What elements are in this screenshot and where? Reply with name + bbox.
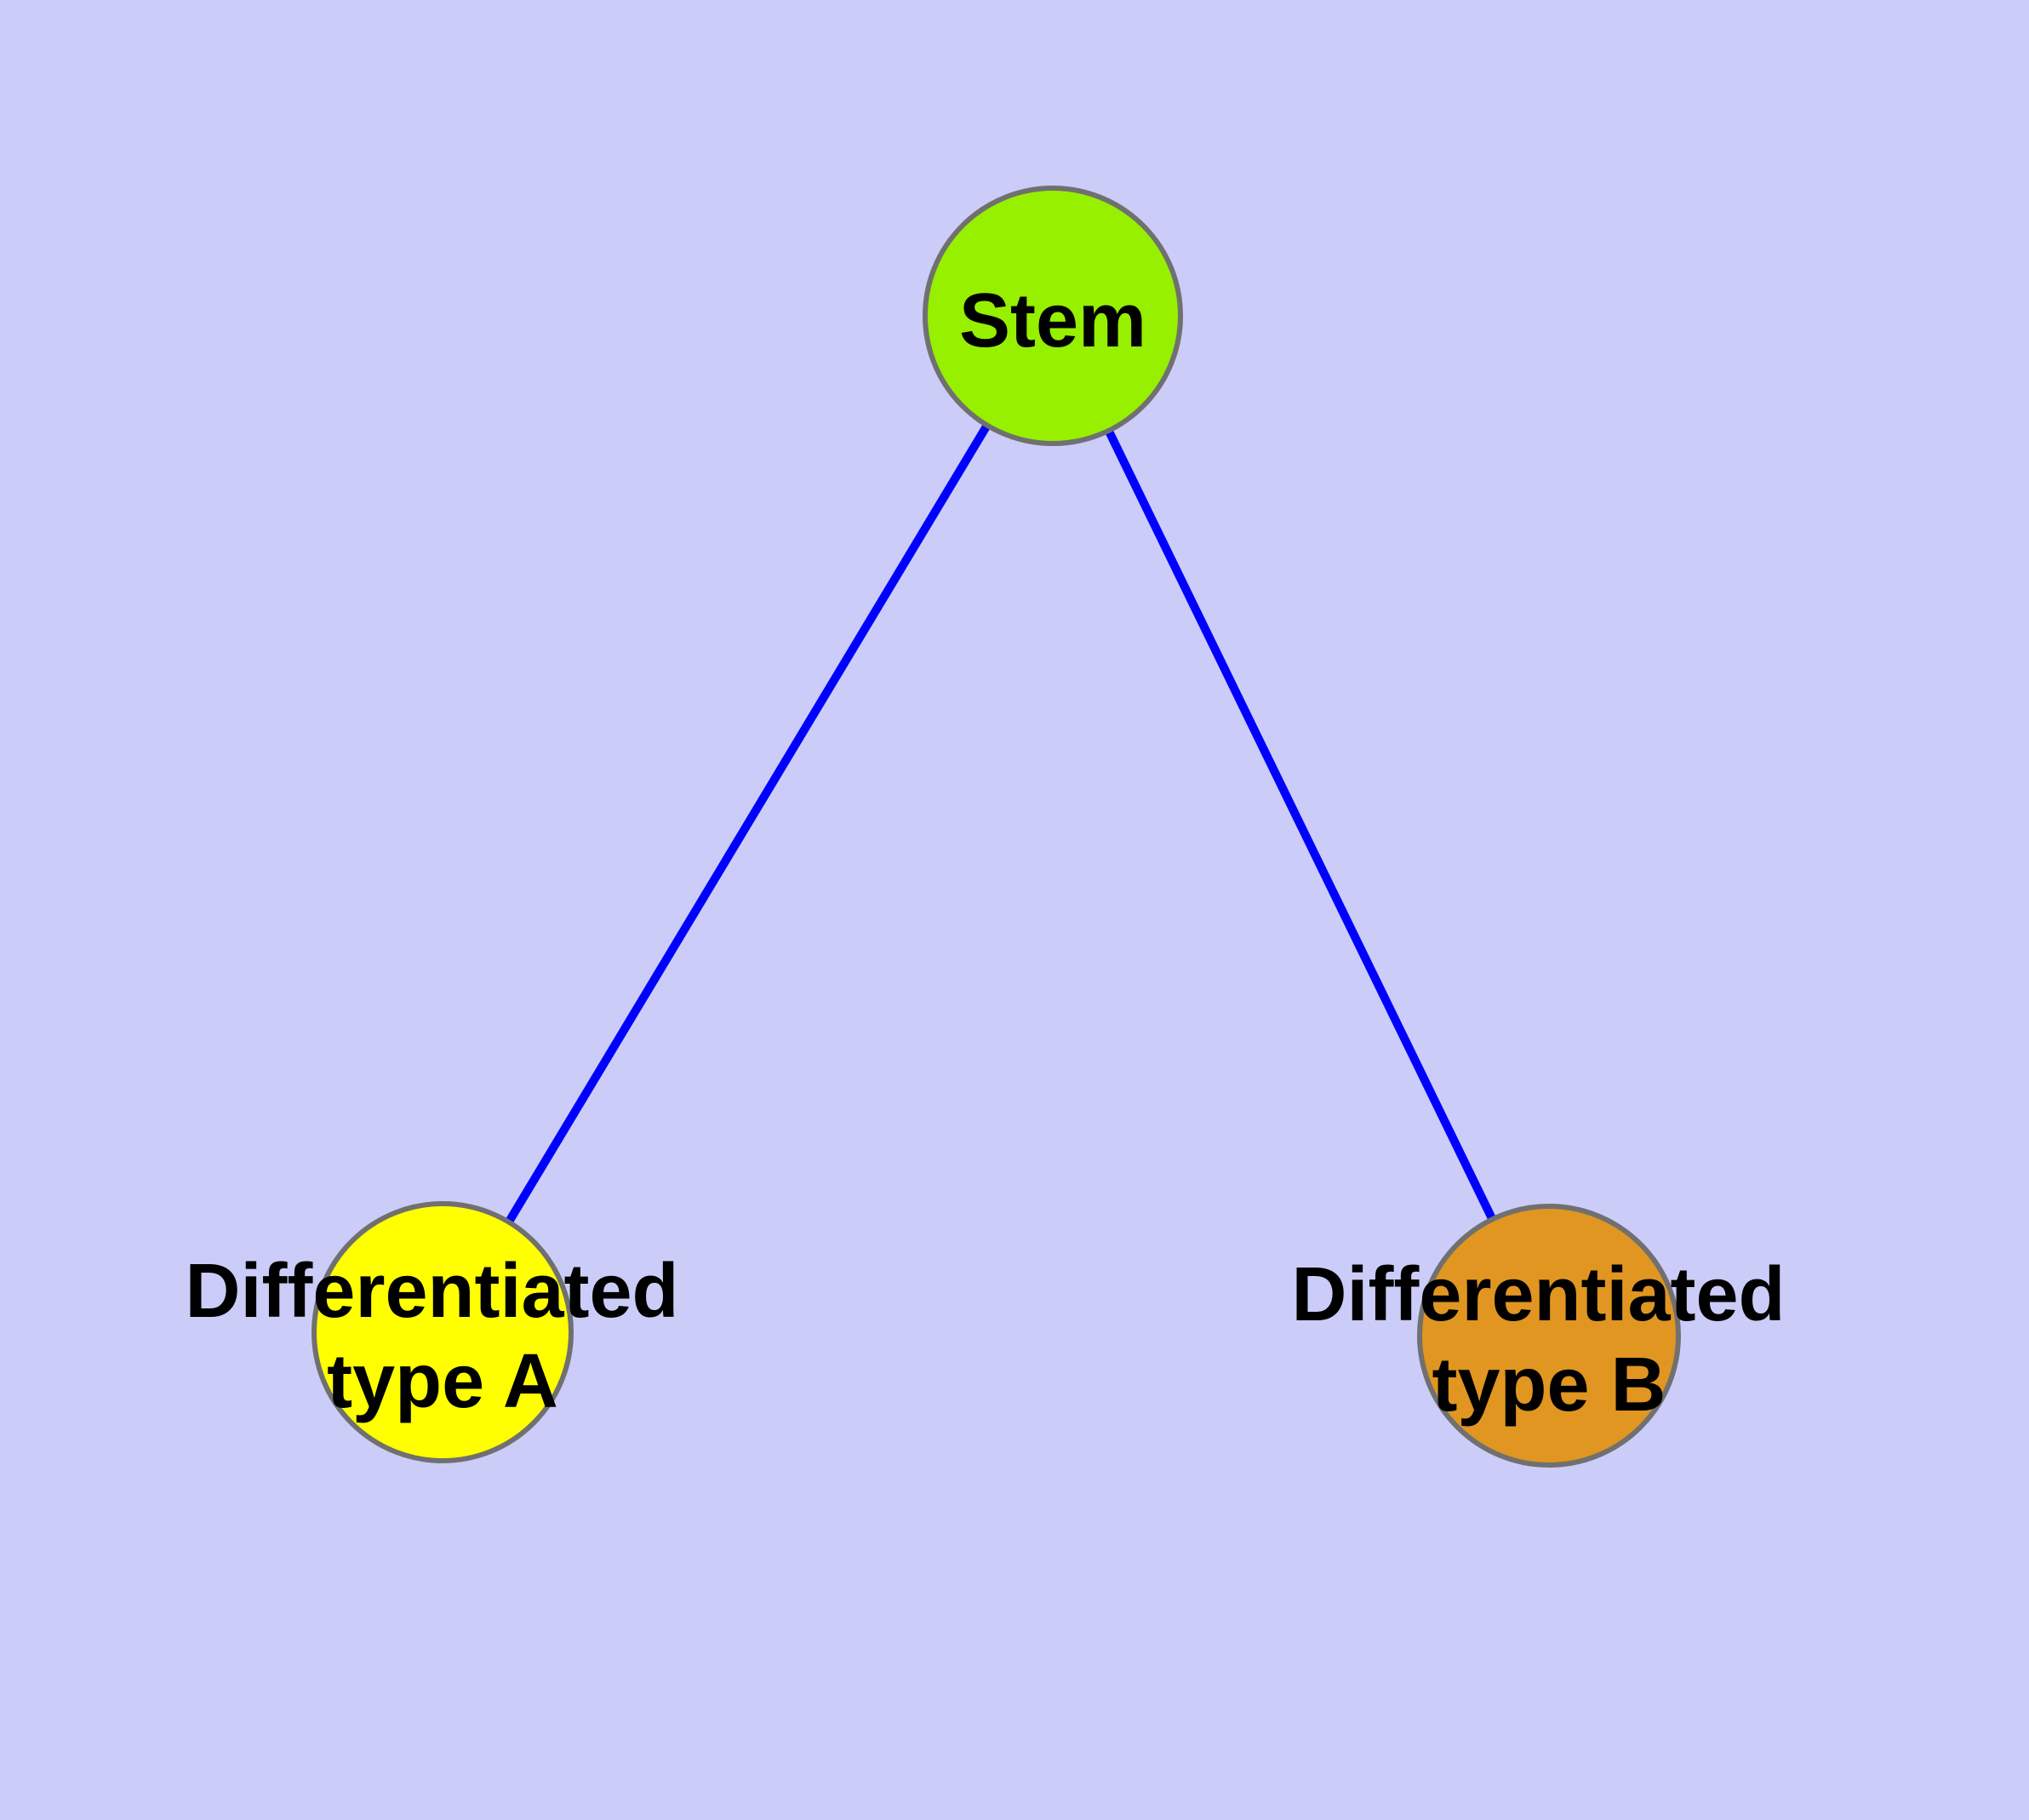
- node-type-a-label-line1: Differentiated: [185, 1249, 678, 1334]
- edge-stem-to-type-b: [1049, 313, 1553, 1338]
- node-type-b-label-line2: type B: [1432, 1342, 1666, 1428]
- node-type-b-label: Differentiated type B: [1291, 1252, 1806, 1428]
- node-stem-label-text: Stem: [959, 278, 1146, 363]
- node-type-b-label-line1: Differentiated: [1291, 1252, 1785, 1337]
- node-stem-label: Stem: [959, 278, 1146, 363]
- node-stem[interactable]: [923, 186, 1183, 446]
- node-differentiated-type-a[interactable]: [311, 1201, 574, 1463]
- node-type-a-label: Differentiated type A: [185, 1249, 700, 1424]
- node-differentiated-type-b[interactable]: [1417, 1204, 1681, 1468]
- edge-stem-to-type-a: [438, 313, 1057, 1335]
- node-type-a-label-line2: type A: [327, 1339, 558, 1424]
